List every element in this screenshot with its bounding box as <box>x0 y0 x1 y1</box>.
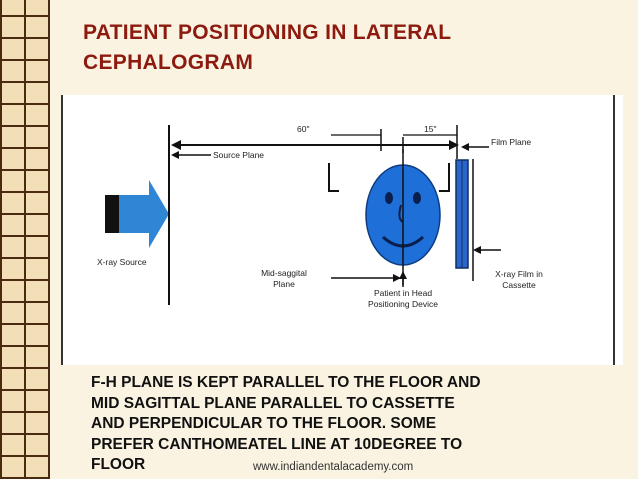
midsagittal-label-line-1: Mid-saggital <box>261 268 307 278</box>
source-plane-pointer <box>171 151 211 159</box>
caption-line-3: AND PERPENDICULAR TO THE FLOOR. SOME <box>91 415 437 432</box>
film-cassette-label-line-1: X-ray Film in <box>495 269 543 279</box>
slide-caption: F-H PLANE IS KEPT PARALLEL TO THE FLOOR … <box>91 373 611 476</box>
distance-15-label: 15" <box>424 124 437 134</box>
diagram-drawing <box>61 95 615 365</box>
distance-60-label: 60" <box>297 124 310 134</box>
source-plane-label: Source Plane <box>213 150 265 160</box>
film-pointer <box>473 246 501 254</box>
film-plane-pointer <box>461 143 489 151</box>
xray-source-label: X-ray Source <box>97 257 147 267</box>
patient-pointer <box>399 271 407 285</box>
xray-beam-arrow <box>105 180 169 248</box>
brick-border-decoration <box>0 0 50 479</box>
cassette-icon <box>455 159 469 269</box>
caption-line-2: MID SAGITTAL PLANE PARALLEL TO CASSETTE <box>91 394 455 412</box>
slide-title-line-1: PATIENT POSITIONING IN LATERAL <box>83 21 452 44</box>
positioning-diagram: 60" 15" Source Plane Film Plane X-ray So… <box>61 95 623 365</box>
patient-label-line-1: Patient in Head <box>373 288 433 298</box>
patient-label-line-2: Positioning Device <box>368 299 438 309</box>
film-cassette-label-line-2: Cassette <box>502 280 536 290</box>
caption-line-5: FLOOR <box>91 456 146 473</box>
head-holder-left <box>328 163 339 192</box>
patient-label: Patient in Head Positioning Device <box>341 288 465 310</box>
slide-title: PATIENT POSITIONING IN LATERAL CEPHALOGR… <box>83 18 603 78</box>
distance-dimension-line <box>171 125 459 159</box>
film-cassette-label: X-ray Film in Cassette <box>479 269 559 291</box>
midsagittal-label-line-2: Plane <box>273 279 295 289</box>
caption-line-1: F-H PLANE IS KEPT PARALLEL TO THE FLOOR … <box>91 374 481 391</box>
head-holder-right <box>439 163 450 192</box>
midsagittal-label: Mid-saggital Plane <box>239 268 329 290</box>
slide-title-line-2: CEPHALOGRAM <box>83 51 254 74</box>
caption-line-4: PREFER CANTHOMEATEL LINE AT 10DEGREE TO <box>91 435 463 453</box>
midsagittal-pointer <box>331 274 401 282</box>
film-plane-label: Film Plane <box>491 137 532 147</box>
footer-url: www.indiandentalacademy.com <box>253 461 414 473</box>
